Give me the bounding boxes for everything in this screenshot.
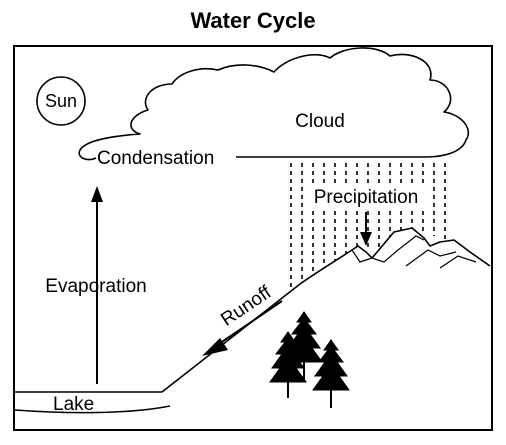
- condensation-label: Condensation: [97, 148, 214, 169]
- lake-label: Lake: [53, 394, 94, 415]
- evaporation-arrow: [91, 186, 103, 384]
- cloud-icon: [78, 47, 469, 161]
- mountain-icon: [161, 227, 491, 428]
- sun-icon: [36, 76, 86, 126]
- sun-label: Sun: [45, 91, 77, 111]
- lake-icon: [14, 391, 171, 414]
- runoff-arrow: [202, 300, 283, 356]
- cloud-label: Cloud: [295, 111, 345, 132]
- evaporation-label: Evaporation: [45, 276, 146, 297]
- diagram-title: Water Cycle: [190, 8, 315, 33]
- tree-icon: [269, 311, 350, 408]
- precipitation-label-bg: [304, 184, 428, 208]
- precipitation-arrow: [360, 212, 372, 246]
- precipitation-label: Precipitation: [314, 187, 419, 208]
- diagram-frame: [13, 45, 493, 431]
